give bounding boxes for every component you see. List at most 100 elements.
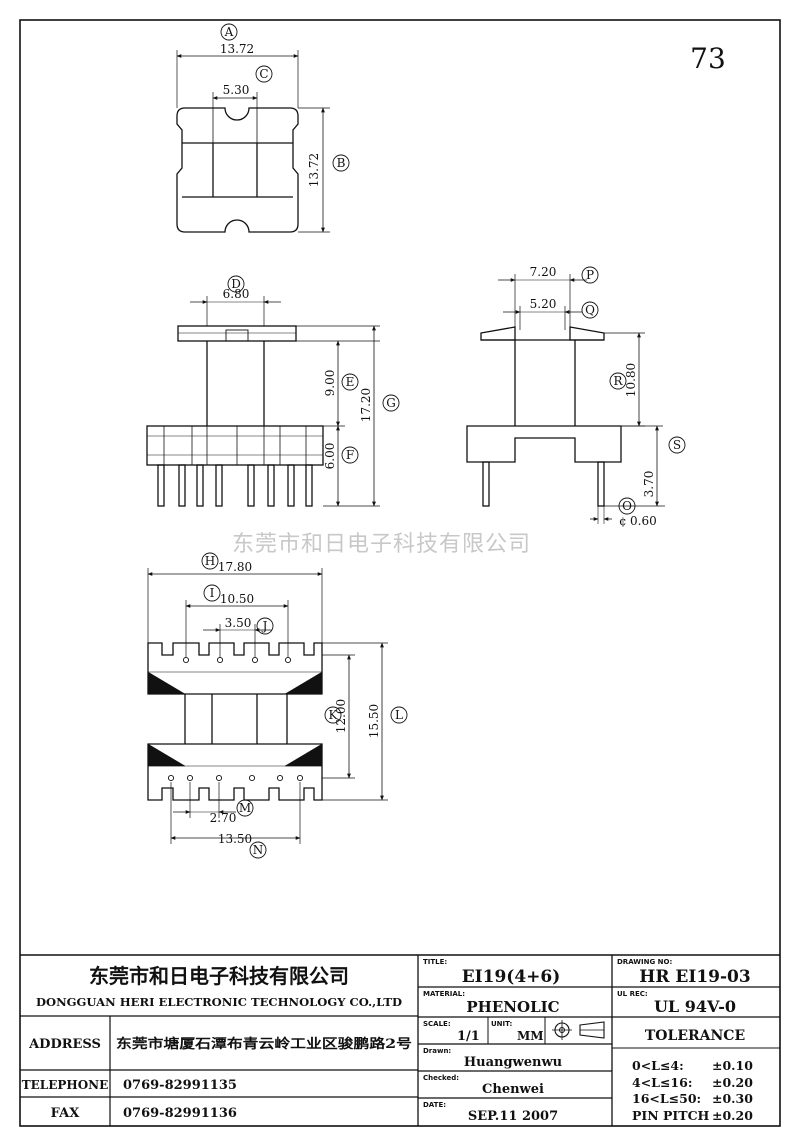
dim-M-value: 2.70 <box>210 811 237 825</box>
label-N: N <box>253 843 264 857</box>
fax-value: 0769-82991136 <box>123 1106 237 1121</box>
label-L: L <box>395 708 403 722</box>
dim-K-value: 12.00 <box>334 699 348 733</box>
checked-label: Checked: <box>423 1074 459 1082</box>
label-G: G <box>386 396 396 410</box>
front-view-pin <box>287 464 295 507</box>
front-view-pin <box>267 464 275 507</box>
label-J: J <box>261 619 268 633</box>
drawn-label: Drawn: <box>423 1047 451 1055</box>
top-view <box>176 23 350 233</box>
label-A: A <box>224 25 234 39</box>
tolerance-value: ±0.20 <box>712 1108 753 1123</box>
bottom-view-top-base <box>147 642 323 695</box>
company-name-en: DONGGUAN HERI ELECTRONIC TECHNOLOGY CO.,… <box>36 995 402 1009</box>
front-view-base <box>146 425 324 466</box>
tolerance-list: 0<L≤4: ±0.10 4<L≤16: ±0.20 16<L≤50: ±0.3… <box>632 1058 753 1123</box>
address-label: ADDRESS <box>28 1037 101 1052</box>
label-S: S <box>673 438 681 452</box>
ul-rec-value: UL 94V-0 <box>654 997 736 1016</box>
tolerance-title: TOLERANCE <box>645 1028 745 1044</box>
tolerance-value: ±0.30 <box>712 1091 753 1106</box>
label-K: K <box>329 708 339 722</box>
label-R: R <box>613 374 623 388</box>
telephone-value: 0769-82991135 <box>123 1078 237 1093</box>
label-E: E <box>346 375 355 389</box>
label-I: I <box>210 586 215 600</box>
side-view-pin <box>597 461 605 507</box>
front-view-pin <box>178 464 186 507</box>
dim-D-value: 6.80 <box>223 287 250 301</box>
front-view-pin <box>196 464 204 507</box>
dim-L-value: 15.50 <box>367 704 381 738</box>
dim-H-value: 17.80 <box>218 560 252 574</box>
company-name-cn: 东莞市和日电子科技有限公司 <box>89 964 349 988</box>
material-label: MATERIAL: <box>423 990 465 998</box>
material-value: PHENOLIC <box>466 998 559 1016</box>
ul-rec-label: UL REC: <box>617 990 648 998</box>
dim-S-value: 3.70 <box>642 471 656 498</box>
dim-P-value: 7.20 <box>530 265 557 279</box>
front-view-pin <box>157 464 165 507</box>
dim-I-value: 10.50 <box>220 592 254 606</box>
tolerance-value: ±0.20 <box>712 1075 753 1090</box>
bottom-view <box>147 552 408 859</box>
date-label: DATE: <box>423 1101 446 1109</box>
dim-O-symbol: ¢ <box>619 514 627 528</box>
dim-O-value: 0.60 <box>630 514 657 528</box>
label-H: H <box>205 554 215 568</box>
drawing-no-value: HR EI19-03 <box>639 967 750 987</box>
drawing-no-label: DRAWING NO: <box>617 958 672 966</box>
dim-E-value: 9.00 <box>323 370 337 397</box>
dim-A-value: 13.72 <box>220 42 254 56</box>
side-view-base <box>466 425 622 463</box>
tolerance-range: 16<L≤50: <box>632 1091 701 1106</box>
sheet-number: 73 <box>690 42 726 75</box>
top-view-outline <box>176 107 299 233</box>
dim-F-value: 6.00 <box>323 443 337 470</box>
dim-R-value: 10.80 <box>624 363 638 397</box>
dim-J-value: 3.50 <box>225 616 252 630</box>
tolerance-range: PIN PITCH <box>632 1108 710 1123</box>
label-D: D <box>231 277 241 291</box>
unit-label: UNIT: <box>491 1020 513 1028</box>
dim-G-value: 17.20 <box>359 388 373 422</box>
drawn-value: Huangwenwu <box>464 1055 562 1070</box>
tolerance-range: 4<L≤16: <box>632 1075 692 1090</box>
label-M: M <box>239 801 251 815</box>
scale-label: SCALE: <box>423 1020 451 1028</box>
tolerance-value: ±0.10 <box>712 1058 753 1073</box>
unit-value: MM <box>517 1029 544 1043</box>
front-view-pin <box>247 464 255 507</box>
label-P: P <box>586 268 594 282</box>
side-view <box>466 266 686 524</box>
label-F: F <box>346 448 354 462</box>
fax-label: FAX <box>51 1106 81 1121</box>
side-view-flange-right <box>569 326 605 341</box>
label-C: C <box>259 67 268 81</box>
sheet-border <box>19 19 781 1127</box>
watermark-text: 东莞市和日电子科技有限公司 <box>232 532 532 557</box>
title-value: EI19(4+6) <box>462 967 561 987</box>
label-B: B <box>337 156 346 170</box>
dim-N-value: 13.50 <box>218 832 252 846</box>
dim-B-value: 13.72 <box>307 153 321 187</box>
label-Q: Q <box>585 303 595 317</box>
bottom-view-bottom-base <box>147 743 323 801</box>
address-value: 东莞市塘厦石潭布青云岭工业区骏鹏路2号 <box>116 1036 412 1052</box>
label-O: O <box>622 499 632 513</box>
front-view <box>146 275 400 507</box>
dim-Q-value: 5.20 <box>530 297 557 311</box>
front-view-pin <box>305 464 313 507</box>
side-view-pin <box>482 461 490 507</box>
scale-value: 1/1 <box>457 1029 480 1044</box>
side-view-flange-left <box>480 326 516 341</box>
dim-C-value: 5.30 <box>223 83 250 97</box>
title-block <box>20 954 780 1126</box>
date-value: SEP.11 2007 <box>468 1109 558 1124</box>
tolerance-range: 0<L≤4: <box>632 1058 684 1073</box>
title-label: TITLE: <box>423 958 447 966</box>
checked-value: Chenwei <box>482 1082 544 1097</box>
